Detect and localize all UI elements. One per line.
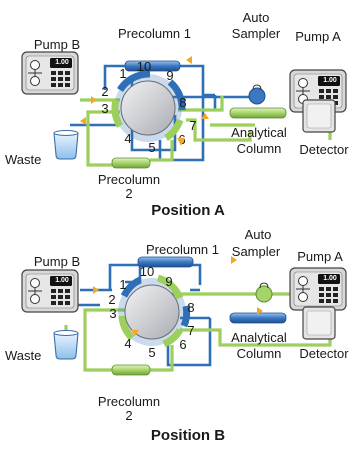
analytical-label-line1: Analytical	[231, 125, 287, 140]
port-5-label: 5	[148, 345, 155, 360]
waste-label: Waste	[5, 152, 41, 167]
panel-caption-position-b: Position B	[151, 427, 225, 444]
panel-position-b: 1 2 3 4 5 6 7 8 9 10 1.00 1	[5, 227, 349, 444]
rotor-valve	[124, 284, 180, 340]
port-4-label: 4	[124, 336, 131, 351]
port-5-label: 5	[148, 140, 155, 155]
waste-label: Waste	[5, 348, 41, 363]
precolumn-2-label-line2: 2	[125, 186, 132, 201]
pump-b-display-value: 1.00	[55, 59, 69, 66]
detector-device-a	[302, 99, 336, 133]
analytical-column-tube	[229, 107, 287, 119]
autosampler-b	[255, 282, 273, 303]
pump-b-device-b	[21, 269, 79, 313]
auto-sampler-label-line1: Auto	[245, 227, 272, 242]
port-3-label: 3	[109, 306, 116, 321]
precolumn-1-tube	[137, 256, 194, 268]
pump-b-label: Pump B	[34, 254, 80, 269]
detector-label: Detector	[299, 346, 349, 361]
pump-b-device-a	[21, 51, 79, 95]
pump-a-display-value: 1.00	[323, 275, 337, 282]
autosampler-a	[248, 84, 266, 105]
port-1-label: 1	[119, 277, 126, 292]
auto-sampler-label-line2: Sampler	[232, 244, 281, 259]
green-flow-lines-a	[80, 96, 332, 167]
panel-caption-position-a: Position A	[151, 202, 225, 219]
auto-sampler-label-line1: Auto	[243, 10, 270, 25]
precolumn-1-label: Precolumn 1	[146, 242, 219, 257]
precolumn-2-tube	[111, 157, 151, 169]
pump-a-display-value: 1.00	[323, 77, 337, 84]
port-8-label: 8	[187, 300, 194, 315]
detector-label: Detector	[299, 142, 349, 157]
port-9-label: 9	[166, 68, 173, 83]
analytical-label-line2: Column	[237, 346, 282, 361]
port-7-label: 7	[189, 118, 196, 133]
pump-b-display-value: 1.00	[55, 277, 69, 284]
precolumn-1-label: Precolumn 1	[118, 26, 191, 41]
flow-arrows-a	[80, 56, 209, 146]
waste-beaker-a	[53, 129, 79, 160]
precolumn-2-label-line2: 2	[125, 408, 132, 423]
port-2-label: 2	[101, 84, 108, 99]
port-2-label: 2	[108, 292, 115, 307]
analytical-label-line2: Column	[237, 141, 282, 156]
auto-sampler-label-line2: Sampler	[232, 26, 281, 41]
port-8-label: 8	[179, 95, 186, 110]
pump-a-label: Pump A	[295, 29, 341, 44]
analytical-column-tube	[229, 312, 287, 324]
port-4-label: 4	[124, 131, 131, 146]
pump-b-label: Pump B	[34, 37, 80, 52]
port-10-label: 10	[140, 264, 154, 279]
flow-arrows-b	[93, 256, 263, 336]
port-10-label: 10	[137, 59, 151, 74]
precolumn-2-label-line1: Precolumn	[98, 394, 160, 409]
detector-device-b	[302, 306, 336, 340]
precolumn-2-tube	[111, 364, 151, 376]
port-6-label: 6	[179, 337, 186, 352]
precolumn-2-label-line1: Precolumn	[98, 172, 160, 187]
port-9-label: 9	[165, 274, 172, 289]
waste-beaker-b	[53, 329, 79, 360]
rotor-valve	[120, 80, 176, 136]
precolumn-1-tube	[124, 60, 181, 72]
pump-a-label: Pump A	[297, 249, 343, 264]
pump-a-device-b	[289, 267, 347, 311]
port-1-label: 1	[119, 66, 126, 81]
port-3-label: 3	[101, 101, 108, 116]
analytical-label-line1: Analytical	[231, 330, 287, 345]
port-7-label: 7	[187, 323, 194, 338]
panel-position-a: 1 2 3 4 5 6 7 8 9 10 1.0	[5, 10, 349, 219]
